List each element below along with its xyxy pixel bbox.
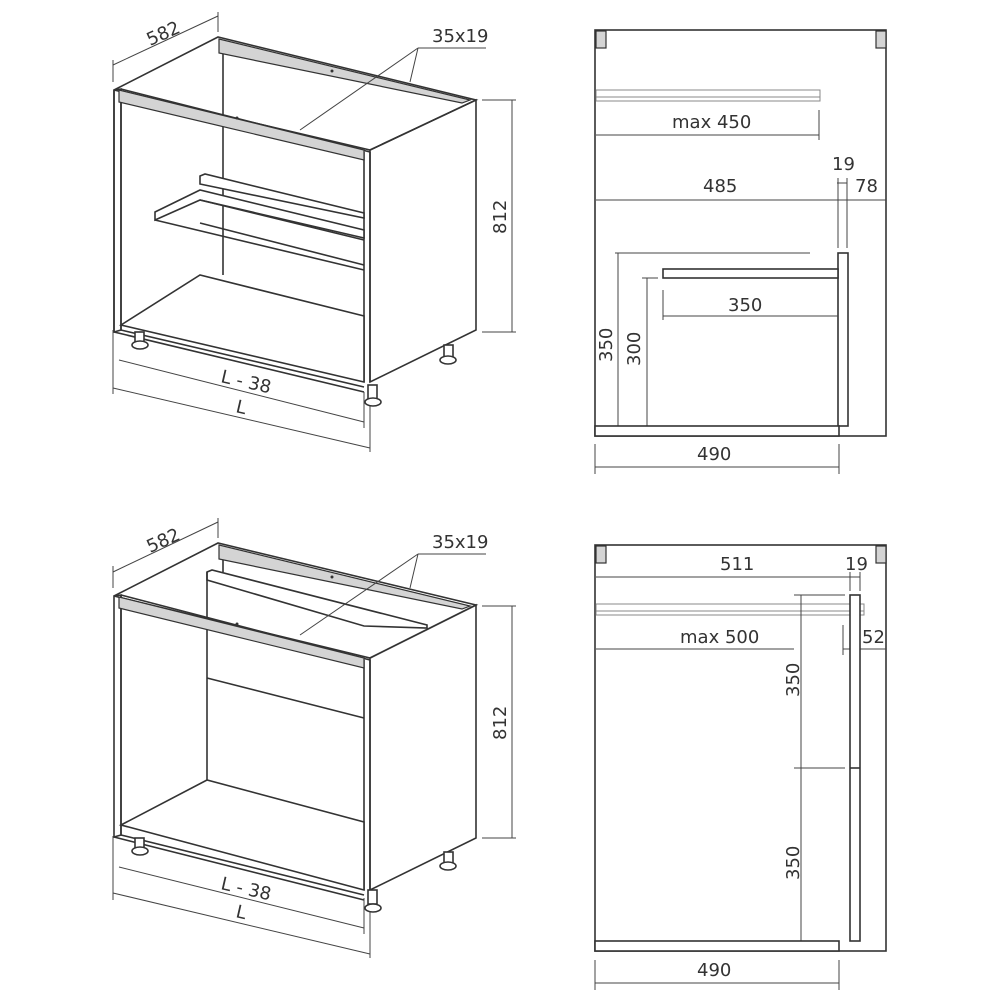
base-depth-label: 490: [697, 960, 731, 981]
front-height-label: 350: [596, 328, 617, 362]
inner-depth-label: 511: [720, 554, 754, 575]
rail-label: 35x19: [432, 532, 488, 553]
foot-icon: [131, 837, 457, 913]
depth-label: 582: [143, 524, 183, 557]
rail-label: 35x19: [432, 26, 488, 47]
front-lower-label: 350: [783, 846, 804, 880]
foot-icon: [131, 331, 457, 407]
thickness-label: 19: [832, 154, 855, 175]
cabinet-iso-top: 582 35x19 812 L - 38 L: [112, 12, 516, 452]
max-slide-label: max 500: [680, 627, 759, 648]
drawer-height-label: 300: [624, 332, 645, 366]
back-gap-label: 78: [855, 176, 878, 197]
inner-depth-label: 485: [703, 176, 737, 197]
back-gap-label: 52: [862, 627, 885, 648]
height-label: 812: [490, 200, 511, 234]
thickness-label: 19: [845, 554, 868, 575]
width-label: L: [234, 901, 248, 924]
section-bottom: 511 19 max 500 52 350 350 490: [594, 544, 887, 990]
depth-label: 582: [143, 17, 183, 50]
drawer-depth-label: 350: [728, 295, 762, 316]
section-top: max 450 485 19 78 350 350 300 490: [594, 29, 887, 474]
inner-width-label: L - 38: [219, 366, 273, 398]
inner-width-label: L - 38: [219, 873, 273, 905]
front-upper-label: 350: [783, 663, 804, 697]
base-depth-label: 490: [697, 444, 731, 465]
max-slide-label: max 450: [672, 112, 751, 133]
width-label: L: [234, 396, 248, 419]
cabinet-iso-bottom: 582 35x19 812 L - 38 L: [112, 518, 516, 958]
height-label: 812: [490, 706, 511, 740]
